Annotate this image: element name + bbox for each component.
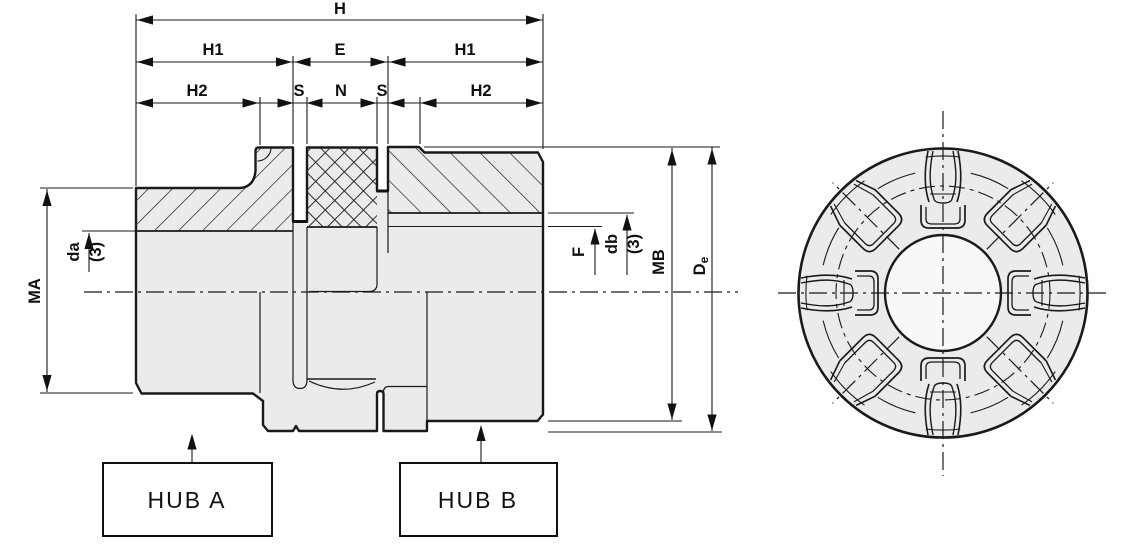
dimension-labels: H H1 E H1 H2 S N S H2 MA da (3) F db (3)… xyxy=(26,0,711,304)
hub-b-callout: HUB B xyxy=(399,425,558,537)
dim-label-n: N xyxy=(335,82,347,100)
section-view: H H1 E H1 H2 S N S H2 MA da (3) F db (3)… xyxy=(26,0,738,537)
dim-label-h: H xyxy=(334,0,346,18)
hub-b-label: HUB B xyxy=(438,487,518,513)
interior-edges xyxy=(136,147,543,421)
dim-label-de: De xyxy=(691,256,711,275)
dim-label-h1-left: H1 xyxy=(202,41,223,59)
dim-label-db-note: (3) xyxy=(625,234,643,254)
dim-label-h2-left: H2 xyxy=(186,82,207,100)
dim-label-mb: MB xyxy=(650,249,668,275)
dim-label-s-left: S xyxy=(293,82,304,100)
dim-label-db: db xyxy=(603,234,621,254)
hub-a-label: HUB A xyxy=(147,487,226,513)
dim-label-da-note: (3) xyxy=(87,242,105,262)
dim-label-da: da xyxy=(65,242,83,262)
hub-a-hatch xyxy=(136,147,293,231)
hub-b-callout-box xyxy=(399,462,558,537)
dim-label-f: F xyxy=(570,247,588,257)
dim-label-s-right: S xyxy=(376,82,387,100)
extension-lines xyxy=(40,14,722,433)
front-view xyxy=(778,111,1108,476)
dim-label-h1-right: H1 xyxy=(454,41,475,59)
dim-label-e: E xyxy=(334,41,345,59)
dim-label-h2-right: H2 xyxy=(470,82,491,100)
spider-crosshatch xyxy=(307,147,377,227)
hub-a-callout: HUB A xyxy=(102,433,273,537)
hub-a-callout-box xyxy=(102,462,273,537)
hub-b-hatch xyxy=(388,147,543,213)
dimension-lines xyxy=(42,15,717,431)
dim-label-ma: MA xyxy=(26,278,44,304)
